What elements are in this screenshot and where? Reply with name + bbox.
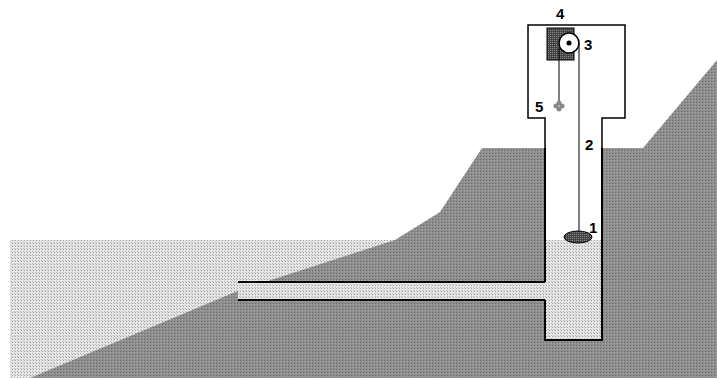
float <box>564 231 592 243</box>
callout-number: 4 <box>556 6 564 21</box>
gauge-housing <box>528 25 625 148</box>
float-wire <box>579 43 580 233</box>
callout-number: 2 <box>585 137 593 152</box>
pulley <box>559 33 579 53</box>
callout-number: 3 <box>584 37 592 52</box>
counterweight-wire <box>559 48 560 103</box>
stilling-well <box>545 148 602 340</box>
callout-number: 5 <box>535 99 543 114</box>
callout-number: 1 <box>589 220 597 235</box>
well-water <box>545 240 602 340</box>
counterweight <box>554 101 565 112</box>
inlet-pipe <box>238 282 545 300</box>
